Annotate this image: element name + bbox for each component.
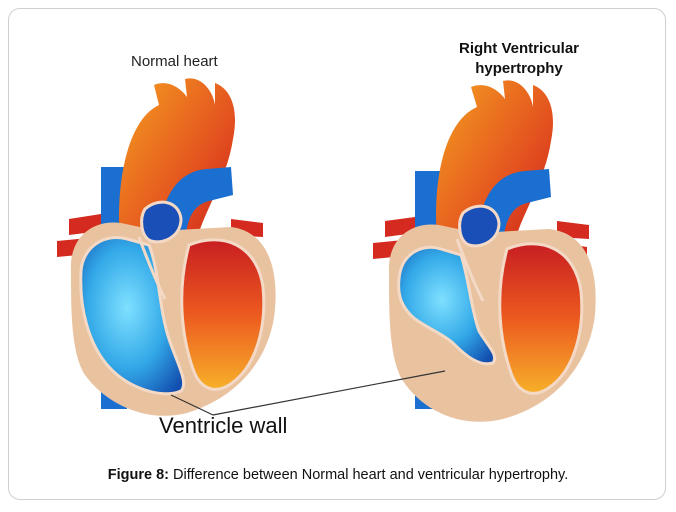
ventricle-wall-label: Ventricle wall [159,413,287,439]
right-atrium [142,202,181,242]
normal-heart [57,78,276,415]
rvh-label-line2: hypertrophy [429,59,609,79]
caption-text: Difference between Normal heart and vent… [169,467,568,483]
right-atrium [460,206,499,246]
pointer-line-rvh [213,371,445,415]
hypertrophy-heart [373,80,596,421]
caption-prefix: Figure 8: [108,467,169,483]
normal-heart-label: Normal heart [131,53,218,70]
heart-diagram [9,9,666,500]
figure-frame: Normal heart Right Ventricular hypertrop… [8,8,666,500]
figure-caption: Figure 8: Difference between Normal hear… [9,467,666,483]
rvh-label-line1: Right Ventricular [429,39,609,59]
rvh-label: Right Ventricular hypertrophy [429,39,609,79]
